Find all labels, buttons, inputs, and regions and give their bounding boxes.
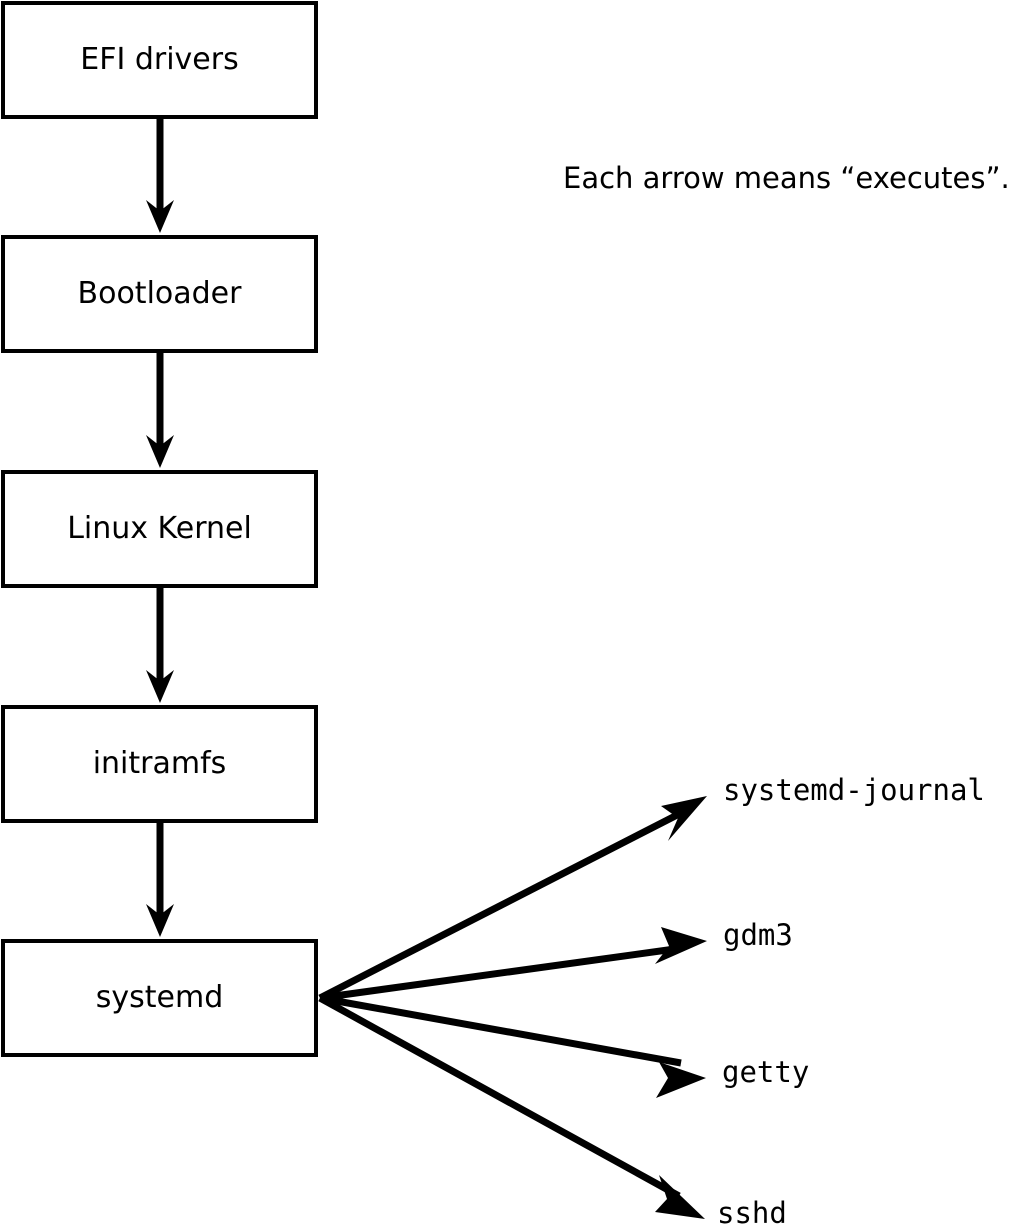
stage-box-label-bootloader: Bootloader [77, 276, 242, 311]
stage-box-systemd[interactable]: systemd [1, 939, 318, 1057]
chain-arrow-efi-to-bootloader [146, 119, 174, 233]
chain-arrow-initramfs-to-systemd [146, 823, 174, 937]
fanout-arrow-systemd-journal [318, 796, 707, 1002]
fanout-arrow-gdm3 [319, 927, 707, 1002]
service-label-sshd: sshd [717, 1196, 787, 1230]
stage-box-label-efi-drivers: EFI drivers [80, 42, 239, 77]
service-label-systemd-journal: systemd-journal [723, 773, 985, 807]
stage-box-initramfs[interactable]: initramfs [1, 705, 318, 823]
stage-box-label-initramfs: initramfs [92, 746, 227, 781]
stage-box-label-systemd: systemd [95, 980, 224, 1015]
chain-arrow-bootloader-to-kernel [146, 353, 174, 468]
stage-box-efi-drivers[interactable]: EFI drivers [1, 1, 318, 119]
service-label-gdm3: gdm3 [723, 918, 793, 952]
fanout-arrow-sshd [318, 994, 705, 1219]
legend-note: Each arrow means “executes”. [563, 161, 1010, 195]
fanout-arrow-getty [319, 994, 706, 1098]
stage-box-linux-kernel[interactable]: Linux Kernel [1, 470, 318, 588]
stage-box-label-linux-kernel: Linux Kernel [67, 511, 252, 546]
service-label-getty: getty [722, 1055, 810, 1089]
chain-arrow-kernel-to-initramfs [146, 588, 174, 703]
stage-box-bootloader[interactable]: Bootloader [1, 235, 318, 353]
